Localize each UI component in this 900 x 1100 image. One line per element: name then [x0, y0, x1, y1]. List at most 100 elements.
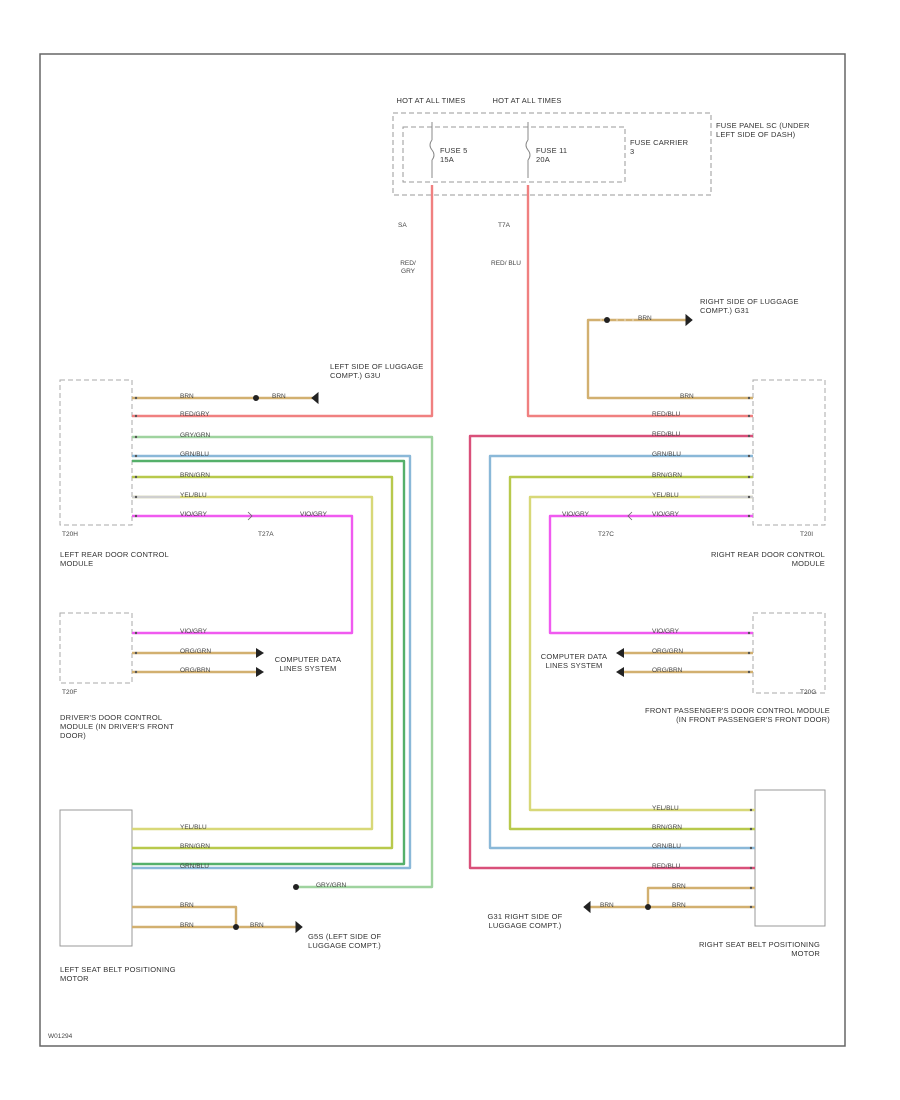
wl-right-brn: BRN	[680, 393, 694, 400]
wl-left-vio-gry: VIO/GRY	[180, 511, 207, 518]
driver-door-module-box	[59, 612, 133, 684]
wire-left-seat-brn-1	[132, 905, 238, 927]
inline-left: T27A	[258, 531, 274, 538]
ground-left-rear-label: LEFT SIDE OF LUGGAGE COMPT.) G3U	[330, 362, 424, 380]
label-passenger-module: FRONT PASSENGER'S DOOR CONTROL MODULE (I…	[645, 706, 830, 724]
fuse-1-label: FUSE 5 15A	[440, 146, 468, 164]
wl-right-brn-top: BRN	[638, 315, 652, 322]
left-rear-door-module-box	[59, 379, 133, 526]
wl-left-seat-brn-2: BRN	[180, 922, 194, 929]
wire-right-seat-brn-1	[646, 886, 755, 907]
wl-right-seat-brn-1: BRN	[672, 883, 686, 890]
dot-left-seat-gry	[293, 884, 299, 890]
wl-right-vio-gry-2: VIO/GRY	[562, 511, 589, 518]
wire-right-red-blu	[526, 185, 753, 418]
wl-right-vio-gry: VIO/GRY	[652, 511, 679, 518]
wire-right-red-blu-seat	[468, 434, 755, 870]
label-right-rear-module: RIGHT REAR DOOR CONTROL MODULE	[710, 550, 825, 568]
wl-right-brn-grn: BRN/GRN	[652, 472, 682, 479]
right-seat-motor-box	[754, 789, 826, 927]
ground-right-rear-label: RIGHT SIDE OF LUGGAGE COMPT.) G31	[700, 297, 799, 315]
wl-left-grn-blu: GRN/BLU	[180, 451, 209, 458]
wl-left-brn: BRN	[180, 393, 194, 400]
wl-right-seat-grn-blu: GRN/BLU	[652, 843, 681, 850]
inline-connector-markers	[247, 511, 633, 521]
label-driver-module: DRIVER'S DOOR CONTROL MODULE (IN DRIVER'…	[60, 713, 174, 740]
wl-right-yel-blu: YEL/BLU	[652, 492, 679, 499]
pin-markers	[134, 396, 753, 909]
wire-left-grn-blu	[132, 454, 412, 870]
diagram-id: W01294	[48, 1033, 73, 1040]
fuse-panel-label: FUSE PANEL SC (UNDER LEFT SIDE OF DASH)	[716, 121, 810, 139]
data-line-arrows	[256, 648, 624, 677]
hot-at-all-times-2: HOT AT ALL TIMES	[492, 96, 562, 105]
wl-right-org-grn: ORG/GRN	[652, 648, 684, 655]
wl-left-vio-gry-2: VIO/GRY	[300, 511, 327, 518]
wire-left-red-gry	[132, 185, 434, 418]
fuse-carrier-label: FUSE CARRIER 3	[630, 138, 689, 156]
wire-right-vio-gry	[548, 514, 753, 635]
fuse-symbol-2	[525, 122, 531, 178]
wire-left-yel-blu	[132, 495, 374, 831]
wl-left-yel-blu: YEL/BLU	[180, 492, 207, 499]
wl-left-vio-gry-3: VIO/GRY	[180, 628, 207, 635]
wl-right-org-brn: ORG/BRN	[652, 667, 683, 674]
wire-right-brn-ground	[586, 318, 753, 400]
diagram-frame	[39, 53, 846, 1047]
wl-right-red-blu-2: RED/BLU	[652, 431, 681, 438]
wire-2-number: T7A	[498, 222, 510, 229]
wire-right-yel-blu	[528, 495, 755, 812]
dash-overlays	[240, 319, 640, 888]
ground-symbol-right-rear	[685, 313, 693, 327]
connection-dots	[233, 317, 651, 930]
wire-right-grn-blu	[488, 454, 755, 850]
ground-dot-right-rear	[604, 317, 610, 323]
wl-left-seat-grn-blu: GRN/BLU	[180, 863, 209, 870]
right-rear-door-module-box	[752, 379, 826, 526]
wl-right-grn-blu: GRN/BLU	[652, 451, 681, 458]
wl-right-seat-brn-grn: BRN/GRN	[652, 824, 682, 831]
wire-2-color: RED/ BLU	[491, 260, 521, 267]
left-seat-motor-box	[59, 809, 133, 947]
wire-right-brn-grn	[508, 475, 755, 831]
wl-left-org-grn: ORG/GRN	[180, 648, 212, 655]
ground-left-seat-label: G5S (LEFT SIDE OF LUGGAGE COMPT.)	[308, 932, 382, 950]
ground-dot-left-rear	[253, 395, 259, 401]
wl-left-red-gry: RED/GRY	[180, 411, 210, 418]
conn-right-rear: T20I	[800, 531, 814, 538]
wl-right-seat-yel-blu: YEL/BLU	[652, 805, 679, 812]
wl-left-seat-brn-3: BRN	[250, 922, 264, 929]
data-lines-right: COMPUTER DATA LINES SYSTEM	[540, 652, 608, 670]
wl-left-seat-gry-grn: GRY/GRN	[316, 882, 347, 889]
conn-left-rear: T20H	[62, 531, 78, 538]
label-left-seat-motor: LEFT SEAT BELT POSITIONING MOTOR	[60, 965, 176, 983]
passenger-door-module-box	[752, 612, 826, 694]
wl-right-seat-red-blu: RED/BLU	[652, 863, 681, 870]
wl-right-red-blu: RED/BLU	[652, 411, 681, 418]
wl-left-gry-grn: GRY/GRN	[180, 432, 211, 439]
wire-left-brn-grn	[132, 475, 394, 850]
wl-left-brn-2: BRN	[272, 393, 286, 400]
conn-passenger: T20G	[800, 689, 817, 696]
inline-right: T27C	[598, 531, 614, 538]
label-left-rear-module: LEFT REAR DOOR CONTROL MODULE	[60, 550, 169, 568]
ground-right-seat-label: G31 RIGHT SIDE OF LUGGAGE COMPT.)	[487, 912, 563, 930]
wl-left-org-brn: ORG/BRN	[180, 667, 211, 674]
ground-symbols	[295, 313, 693, 934]
wl-right-vio-gry-3: VIO/GRY	[652, 628, 679, 635]
wire-left-gry-grn	[132, 435, 434, 889]
wl-right-seat-brn-2: BRN	[672, 902, 686, 909]
ground-symbol-left-rear	[311, 391, 319, 405]
wire-left-grn	[132, 459, 406, 866]
ground-symbol-left-seat	[295, 920, 303, 934]
wire-left-vio-gry	[132, 514, 354, 635]
wl-left-brn-grn: BRN/GRN	[180, 472, 210, 479]
conn-driver: T20F	[62, 689, 78, 696]
splice-dot-right-seat	[645, 904, 651, 910]
fuse-carrier-box	[402, 126, 626, 183]
wire-1-number: SA	[398, 222, 407, 229]
ground-symbol-right-seat	[583, 900, 591, 914]
label-right-seat-motor: RIGHT SEAT BELT POSITIONING MOTOR	[699, 940, 820, 958]
wl-right-seat-brn-3: BRN	[600, 902, 614, 909]
